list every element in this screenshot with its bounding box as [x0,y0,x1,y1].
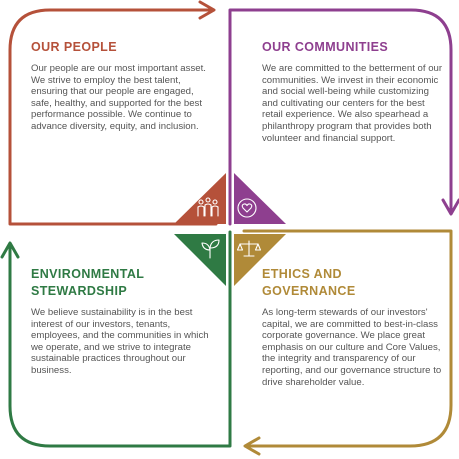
people-arrowhead [198,0,216,20]
communities-center-triangle [234,173,286,224]
ethics-center-triangle [234,234,286,286]
environment-arrowhead [0,241,20,259]
environmental-title-line2: STEWARDSHIP [31,284,128,298]
our-communities-section: OUR COMMUNITIES We are committed to the … [262,39,448,144]
ethics-arrowhead [243,436,261,456]
our-communities-body: We are committed to the betterment of ou… [262,63,443,144]
environmental-stewardship-title: ENVIRONMENTAL STEWARDSHIP [31,266,217,300]
people-frame-path [8,8,218,226]
our-people-section: OUR PEOPLE Our people are our most impor… [31,39,221,133]
balance-scale-icon [236,240,262,257]
ethics-title-line2: GOVERNANCE [262,284,356,298]
environmental-stewardship-body: We believe sustainability is in the best… [31,307,209,376]
our-people-title: OUR PEOPLE [31,40,117,54]
environment-center-triangle [174,234,226,286]
ethics-title-line1: ETHICS AND [262,267,342,281]
communities-frame-path [228,8,453,226]
environmental-title-line1: ENVIRONMENTAL [31,267,145,281]
communities-arrowhead [441,198,459,216]
our-communities-title: OUR COMMUNITIES [262,40,389,54]
heart-hands-icon [237,198,257,218]
our-people-body: Our people are our most important asset.… [31,63,206,132]
environment-frame-path [8,230,232,448]
ethics-governance-section: ETHICS AND GOVERNANCE As long-term stewa… [262,266,448,388]
sprout-icon [201,239,220,259]
ethics-governance-body: As long-term stewards of our investors' … [262,307,442,388]
people-group-icon [197,197,219,217]
people-center-triangle [174,173,226,224]
ethics-governance-title: ETHICS AND GOVERNANCE [262,266,448,300]
ethics-frame-path [242,229,453,448]
environmental-stewardship-section: ENVIRONMENTAL STEWARDSHIP We believe sus… [31,266,217,377]
